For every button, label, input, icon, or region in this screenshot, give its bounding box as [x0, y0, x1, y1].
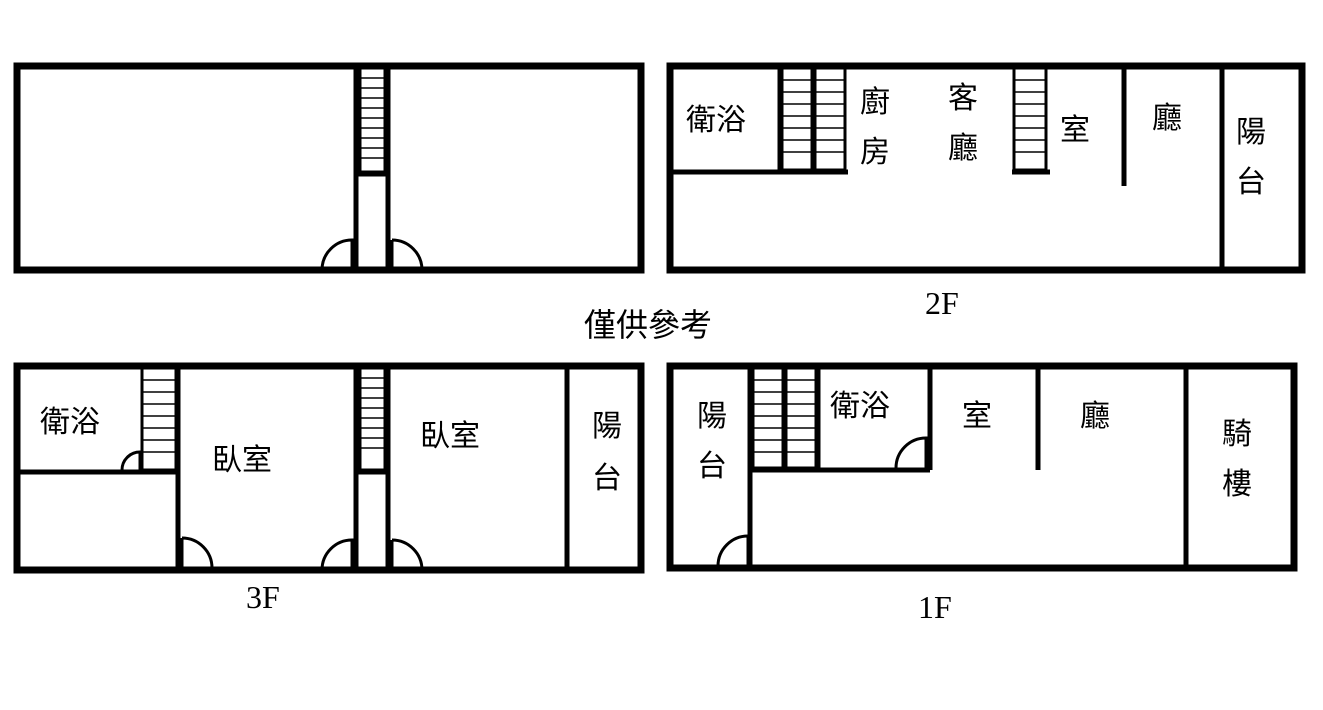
room-label-living-room: 客: [948, 81, 978, 116]
staircase: [751, 366, 818, 470]
floor-plan-2f: 衛浴 廚 房 客 廳 室 廳 陽 台 2F: [666, 62, 1306, 321]
door-swing: [320, 238, 354, 271]
room-label-room: 室: [962, 399, 992, 434]
room-label-hall: 廳: [1152, 101, 1182, 136]
floor-plan-1f: 陽 台 衛浴 室 廳 騎 樓 1F: [666, 362, 1298, 625]
door-swing: [180, 536, 214, 569]
staircase: [358, 366, 387, 472]
reference-note: 僅供參考: [584, 306, 712, 344]
room-label-arcade: 樓: [1222, 467, 1252, 502]
room-label-balcony: 台: [697, 449, 727, 484]
room-label-hall: 廳: [1080, 399, 1110, 434]
outer-wall: [13, 62, 645, 274]
room-label-kitchen: 廚: [860, 85, 890, 120]
room-label-bathroom: 衛浴: [830, 389, 890, 424]
staircase: [358, 66, 387, 174]
door-swing: [894, 436, 928, 469]
room-label-arcade: 騎: [1222, 417, 1252, 452]
room-label-living-room: 廳: [948, 131, 978, 166]
floor-plan-top-left: [13, 62, 645, 274]
room-label-bathroom: 衛浴: [686, 103, 746, 138]
room-label-bathroom: 衛浴: [40, 405, 100, 440]
room-label-balcony: 台: [1236, 165, 1266, 200]
staircase: [140, 366, 178, 472]
door-swing: [390, 238, 424, 271]
room-label-balcony: 陽: [592, 409, 622, 444]
room-label-room: 室: [1060, 113, 1090, 148]
outer-wall: [666, 362, 1298, 572]
staircase: [780, 66, 847, 172]
floor-label-1f: 1F: [918, 589, 952, 625]
room-label-balcony: 台: [592, 461, 622, 496]
door-swing: [120, 450, 142, 471]
floor-label-3f: 3F: [246, 579, 280, 615]
room-label-bedroom: 臥室: [420, 419, 480, 454]
door-swing: [320, 538, 354, 571]
outer-wall: [13, 362, 645, 574]
door-swing: [716, 534, 750, 567]
room-label-balcony: 陽: [1236, 115, 1266, 150]
room-label-kitchen: 房: [860, 135, 890, 170]
floor-label-2f: 2F: [925, 285, 959, 321]
floor-plan-3f: 衛浴 臥室 臥室 陽 台 3F: [13, 362, 645, 615]
door-swing: [390, 538, 424, 571]
room-label-bedroom: 臥室: [212, 443, 272, 478]
outer-wall: [666, 62, 1306, 274]
room-label-balcony: 陽: [697, 399, 727, 434]
staircase: [1012, 66, 1048, 172]
